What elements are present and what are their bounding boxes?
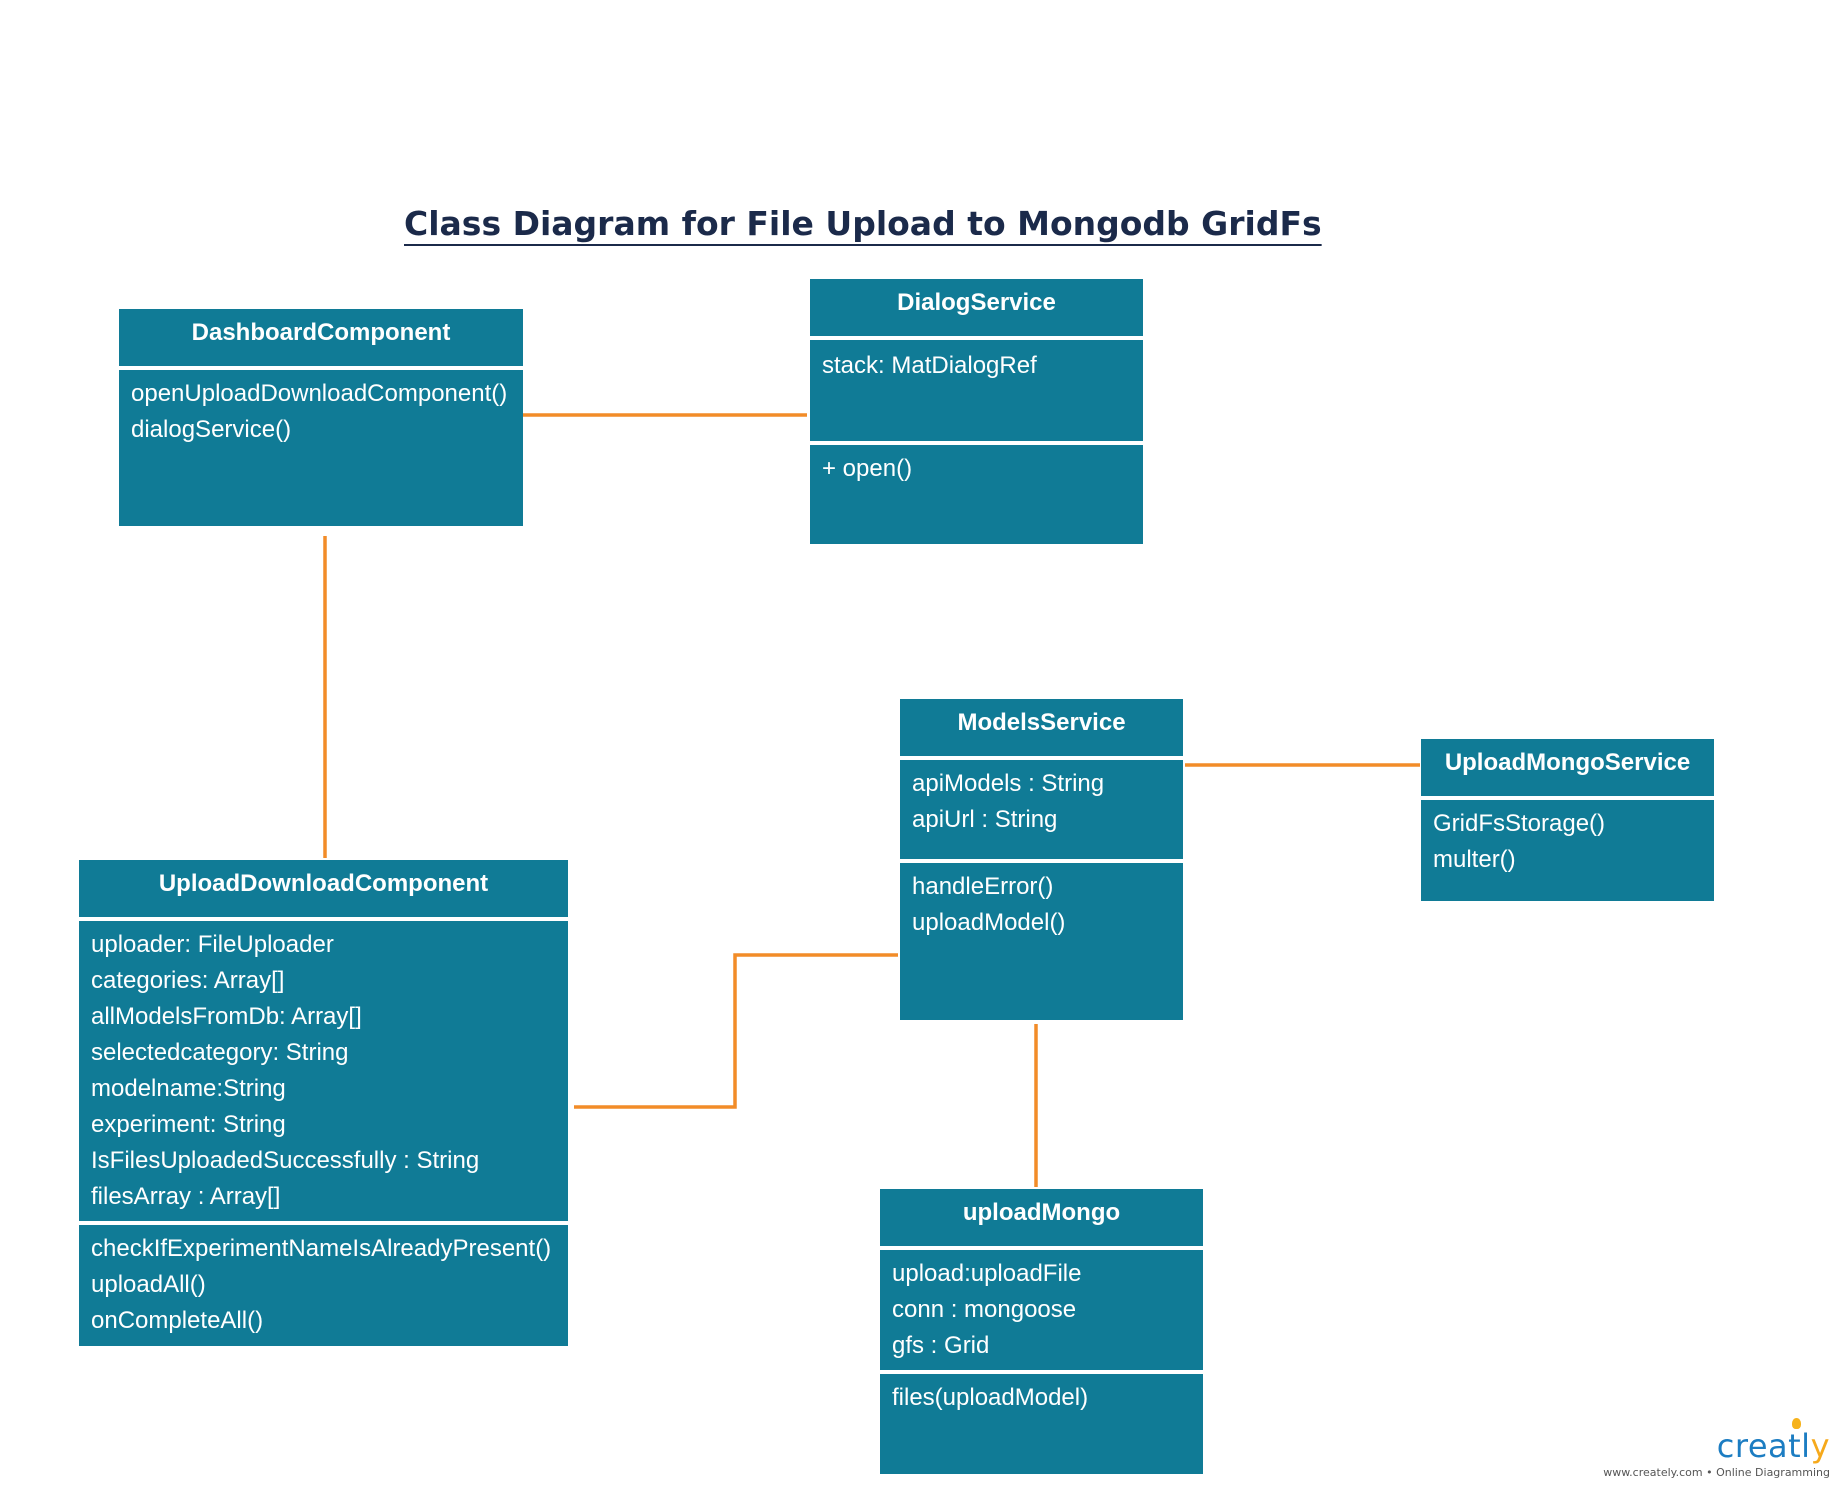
class-name: DialogService <box>810 279 1143 336</box>
attributes-section: apiModels : String apiUrl : String <box>900 760 1183 859</box>
attribute: upload:uploadFile <box>892 1260 1082 1287</box>
attribute: IsFilesUploadedSuccessfully : String <box>91 1147 480 1174</box>
method: openUploadDownloadComponent() <box>131 380 508 407</box>
method: handleError() <box>912 873 1054 900</box>
method: GridFsStorage() <box>1433 810 1606 837</box>
attribute: allModelsFromDb: Array[] <box>91 1003 362 1030</box>
diagram-title: Class Diagram for File Upload to Mongodb… <box>404 204 1322 243</box>
creately-tagline: www.creately.com • Online Diagramming <box>1603 1466 1830 1479</box>
class-dashboard-component[interactable]: DashboardComponent openUploadDownloadCom… <box>119 309 523 526</box>
methods-section: checkIfExperimentNameIsAlreadyPresent() … <box>79 1225 568 1346</box>
creately-logo: creatly <box>1603 1426 1830 1466</box>
method: dialogService() <box>131 416 292 443</box>
attribute: uploader: FileUploader <box>91 931 334 958</box>
logo-tail: y <box>1810 1427 1830 1465</box>
attribute: modelname:String <box>91 1075 286 1102</box>
methods-section: handleError() uploadModel() <box>900 863 1183 1020</box>
attributes-section: upload:uploadFile conn : mongoose gfs : … <box>880 1250 1203 1370</box>
method: onCompleteAll() <box>91 1307 264 1334</box>
class-upload-mongo[interactable]: uploadMongo upload:uploadFile conn : mon… <box>880 1189 1203 1474</box>
class-upload-download-component[interactable]: UploadDownloadComponent uploader: FileUp… <box>79 860 568 1346</box>
methods-section: files(uploadModel) <box>880 1374 1203 1474</box>
class-name: UploadMongoService <box>1421 739 1714 796</box>
method: files(uploadModel) <box>892 1384 1089 1411</box>
attribute: categories: Array[] <box>91 967 285 994</box>
attributes-section: stack: MatDialogRef <box>810 340 1143 441</box>
class-name: UploadDownloadComponent <box>79 860 568 917</box>
method: uploadModel() <box>912 909 1066 936</box>
method: + open() <box>822 455 913 482</box>
methods-section: openUploadDownloadComponent() dialogServ… <box>119 370 523 526</box>
attribute: apiUrl : String <box>912 806 1058 833</box>
attribute: filesArray : Array[] <box>91 1183 281 1210</box>
attribute: selectedcategory: String <box>91 1039 349 1066</box>
class-upload-mongo-service[interactable]: UploadMongoService GridFsStorage() multe… <box>1421 739 1714 901</box>
attribute: experiment: String <box>91 1111 286 1138</box>
method: multer() <box>1433 846 1516 873</box>
class-name: uploadMongo <box>880 1189 1203 1246</box>
class-models-service[interactable]: ModelsService apiModels : String apiUrl … <box>900 699 1183 1020</box>
logo-main: creatl <box>1716 1427 1811 1465</box>
attribute: stack: MatDialogRef <box>822 352 1037 379</box>
attribute: gfs : Grid <box>892 1332 990 1359</box>
method: uploadAll() <box>91 1271 206 1298</box>
attributes-section: uploader: FileUploader categories: Array… <box>79 921 568 1221</box>
methods-section: GridFsStorage() multer() <box>1421 800 1714 901</box>
lightbulb-icon <box>1792 1418 1801 1429</box>
method: checkIfExperimentNameIsAlreadyPresent() <box>91 1235 552 1262</box>
connector-uploaddownload-models <box>574 953 898 1109</box>
class-dialog-service[interactable]: DialogService stack: MatDialogRef + open… <box>810 279 1143 544</box>
class-name: ModelsService <box>900 699 1183 756</box>
class-name: DashboardComponent <box>119 309 523 366</box>
attribute: apiModels : String <box>912 770 1105 797</box>
attribute: conn : mongoose <box>892 1296 1077 1323</box>
creately-watermark: creatly www.creately.com • Online Diagra… <box>1603 1418 1830 1479</box>
methods-section: + open() <box>810 445 1143 544</box>
